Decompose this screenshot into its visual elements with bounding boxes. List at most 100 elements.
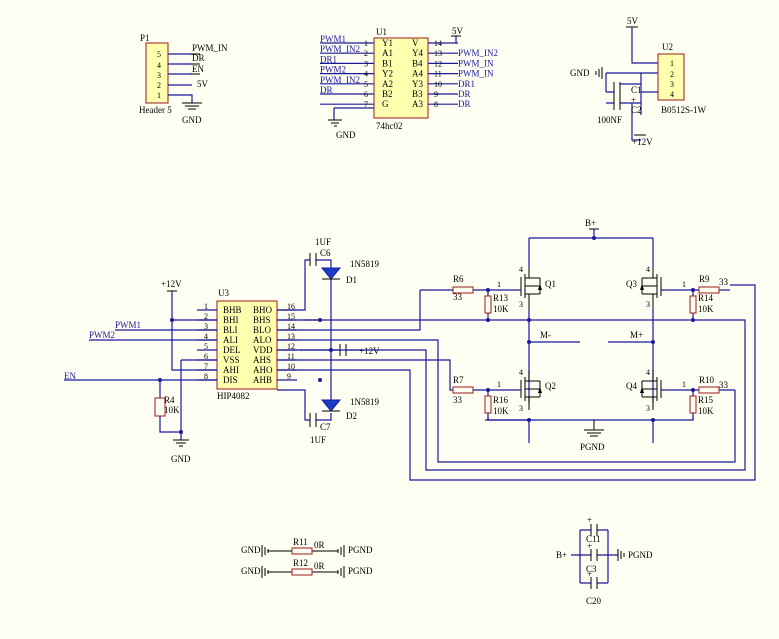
- u3-pin-number: 4: [204, 332, 208, 341]
- u3-body: [216, 300, 278, 390]
- r10-resistor: [698, 386, 720, 394]
- u1-pin-number: 3: [364, 59, 368, 68]
- u1-pin-number: 7: [364, 100, 368, 109]
- u3-pin-number: 13: [287, 332, 295, 341]
- r15-resistor: [689, 395, 697, 414]
- mosfet-q4: Q4 4 3: [626, 368, 662, 413]
- u3-pin-number: 3: [204, 322, 208, 331]
- u1-pin-label: Y3: [412, 79, 423, 89]
- r6-resistor: [452, 286, 474, 294]
- u1-body: [373, 37, 429, 119]
- u2-cap-plates: [613, 82, 621, 110]
- u1-left-net: PWM2: [320, 65, 346, 75]
- u3-pin-label: DEL: [223, 345, 241, 355]
- u3-pin-number: 11: [287, 352, 295, 361]
- pgnd-symbol: [584, 420, 604, 437]
- c3-ref: C3: [586, 564, 597, 574]
- u3-pin-label: ALI: [223, 335, 238, 345]
- u1-right-net: PWM_IN2: [458, 48, 498, 58]
- u1-right-net: DR1: [458, 79, 475, 89]
- u3-pwm1: PWM1: [115, 320, 141, 330]
- u3-12v-right: +12V: [359, 346, 380, 356]
- c7-value: 1UF: [310, 435, 326, 445]
- u2-c1: C1: [631, 85, 642, 95]
- u1-left-net: DR1: [320, 54, 337, 64]
- bulk-bplus: B+: [556, 550, 567, 560]
- q4-ref: Q4: [626, 381, 637, 391]
- p1-net-pwm-in: PWM_IN: [192, 43, 228, 53]
- r12-gnd: GND: [241, 566, 261, 576]
- u2-wires: [605, 27, 658, 141]
- u3-pin-label: AHI: [223, 365, 239, 375]
- r7-resistor: [452, 386, 474, 394]
- d2-diode: [320, 399, 342, 412]
- u1-pin-number: 1: [364, 39, 368, 48]
- u3-vcc-wire: [171, 291, 217, 321]
- c6-value: 1UF: [315, 237, 331, 247]
- pgnd-label: PGND: [580, 442, 605, 452]
- svg-text:4: 4: [157, 61, 161, 70]
- u2-12v-label: +12V: [632, 137, 653, 147]
- u1-pin-label: Y1: [382, 38, 393, 48]
- u1-left-net: PWM_IN2: [320, 75, 360, 85]
- u1-pin-label: G: [382, 99, 389, 109]
- r14-value: 10K: [698, 304, 714, 314]
- u1-pin-number: 5: [364, 80, 368, 89]
- u3-pin-label: BHB: [223, 305, 242, 315]
- r11-ref: R11: [293, 537, 308, 547]
- svg-text:2: 2: [670, 70, 674, 79]
- u3-pin-number: 8: [204, 372, 208, 381]
- r10-value: 33: [719, 380, 729, 390]
- u1-right-net: PWM_IN: [458, 69, 494, 79]
- u1-pin-number: 13: [434, 49, 442, 58]
- u2-gnd-label: GND: [570, 68, 590, 78]
- svg-text:1: 1: [497, 380, 501, 389]
- svg-text:1: 1: [670, 59, 674, 68]
- u1-pin-label: V: [412, 38, 419, 48]
- r16-ref: R16: [493, 395, 509, 405]
- u1-5v-label: 5V: [452, 26, 464, 36]
- u3-pin-label: ALO: [253, 335, 272, 345]
- u3-pin-number: 5: [204, 342, 208, 351]
- u1-pin-label: Y2: [382, 69, 393, 79]
- u3-name: HIP4082: [217, 391, 250, 401]
- u3-pin-label: VSS: [223, 355, 240, 365]
- h-bridge: B+ M- M+ PGND Q1 4 3 Q2 4 3: [420, 218, 735, 452]
- r13-value: 10K: [493, 304, 509, 314]
- u2-cap-value: 100NF: [597, 115, 622, 125]
- r14-resistor: [689, 295, 697, 314]
- u1-name: 74hc02: [376, 121, 403, 131]
- svg-text:4: 4: [646, 368, 650, 377]
- svg-text:1: 1: [682, 380, 686, 389]
- r7-value: 33: [453, 395, 463, 405]
- u1-pin-label: B2: [382, 89, 393, 99]
- r12-resistor: [291, 568, 313, 576]
- svg-text:2: 2: [157, 81, 161, 90]
- r12-pgnd: PGND: [348, 566, 373, 576]
- u2-ref: U2: [662, 42, 673, 52]
- gate-routing: [277, 284, 756, 481]
- u1-pin-label: B4: [412, 58, 423, 68]
- u3-pin-label: AHB: [253, 375, 272, 385]
- r13-ref: R13: [493, 293, 509, 303]
- svg-text:3: 3: [646, 404, 650, 413]
- u3-pin-label: AHO: [253, 365, 273, 375]
- u1-left-net: DR: [320, 85, 333, 95]
- u3-pin-label: AHS: [253, 355, 271, 365]
- u3-pin-number: 7: [204, 362, 208, 371]
- d2-value: 1N5819: [350, 397, 379, 407]
- u1-gnd-wire: [333, 107, 374, 120]
- u3-pin-number: 12: [287, 342, 295, 351]
- u1-pin-label: A2: [382, 79, 393, 89]
- svg-text:4: 4: [670, 90, 674, 99]
- r15-ref: R15: [698, 395, 714, 405]
- u3-pin-label: BHS: [253, 315, 271, 325]
- r7-ref: R7: [453, 375, 464, 385]
- r14-ref: R14: [698, 293, 714, 303]
- svg-text:3: 3: [670, 80, 674, 89]
- r6-ref: R6: [453, 274, 464, 284]
- d1-diode: [320, 267, 342, 280]
- bulk-plus3: +: [587, 569, 592, 579]
